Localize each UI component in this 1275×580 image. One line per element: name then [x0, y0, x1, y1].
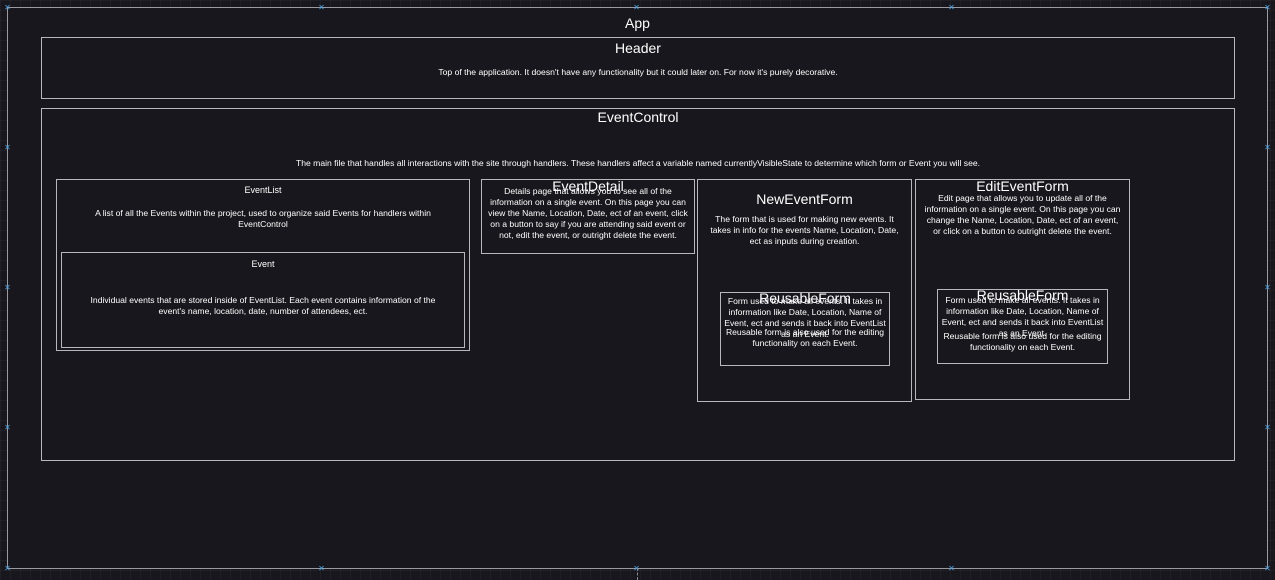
event-detail-title: EventDetail	[552, 178, 624, 194]
event-list-box[interactable]: EventList A list of all the Events withi…	[56, 179, 470, 351]
resize-handle-icon[interactable]: ✕	[1264, 564, 1271, 573]
resize-handle-icon[interactable]: ✕	[633, 3, 640, 12]
resize-handle-icon[interactable]: ✕	[4, 283, 11, 292]
event-detail-description: Details page that allows you to see all …	[488, 186, 688, 240]
reusable-form-new-description: Form used to make all events. It takes i…	[724, 296, 886, 339]
event-list-title: EventList	[244, 185, 282, 195]
new-event-form-box[interactable]: NewEventForm The form that is used for m…	[697, 179, 912, 402]
edit-event-form-title: EditEventForm	[976, 178, 1069, 194]
event-list-description: A list of all the Events within the proj…	[95, 208, 431, 229]
resize-handle-icon[interactable]: ✕	[4, 143, 11, 152]
reusable-form-new-title: ReusableForm	[759, 290, 851, 306]
header-box[interactable]: Header Top of the application. It doesn'…	[41, 37, 1235, 99]
event-title: Event	[251, 259, 275, 269]
reusable-form-edit-title: ReusableForm	[976, 287, 1069, 303]
resize-handle-icon[interactable]: ✕	[1264, 3, 1271, 12]
new-event-form-description: The form that is used for making new eve…	[710, 214, 899, 246]
resize-handle-icon[interactable]: ✕	[948, 564, 955, 573]
header-description: Top of the application. It doesn't have …	[438, 67, 838, 77]
reusable-form-edit-description: Form used to make all events. It takes i…	[941, 295, 1104, 338]
header-title: Header	[615, 40, 661, 56]
event-control-description: The main file that handles all interacti…	[295, 158, 981, 168]
event-description: Individual events that are stored inside…	[90, 295, 436, 316]
reusable-form-edit-box[interactable]: ReusableForm Form used to make all event…	[937, 287, 1108, 364]
event-box[interactable]: Event Individual events that are stored …	[61, 252, 465, 348]
new-event-form-title: NewEventForm	[756, 191, 853, 207]
resize-handle-icon[interactable]: ✕	[318, 564, 325, 573]
app-title: App	[625, 15, 650, 31]
resize-handle-icon[interactable]: ✕	[1264, 143, 1271, 152]
reusable-form-new-extra: Reusable form is also used for the editi…	[725, 327, 885, 348]
event-detail-box[interactable]: EventDetail Details page that allows you…	[481, 178, 695, 254]
resize-handle-icon[interactable]: ✕	[4, 423, 11, 432]
alignment-guide	[637, 568, 638, 580]
resize-handle-icon[interactable]: ✕	[948, 3, 955, 12]
resize-handle-icon[interactable]: ✕	[1264, 423, 1271, 432]
resize-handle-icon[interactable]: ✕	[633, 564, 640, 573]
reusable-form-new-box[interactable]: ReusableForm Form used to make all event…	[720, 290, 890, 366]
reusable-form-edit-extra: Reusable form is also used for the editi…	[943, 331, 1102, 352]
resize-handle-icon[interactable]: ✕	[318, 3, 325, 12]
edit-event-form-box[interactable]: EditEventForm Edit page that allows you …	[915, 178, 1130, 400]
edit-event-form-description: Edit page that allows you to update all …	[924, 193, 1121, 236]
resize-handle-icon[interactable]: ✕	[1264, 283, 1271, 292]
resize-handle-icon[interactable]: ✕	[4, 3, 11, 12]
resize-handle-icon[interactable]: ✕	[4, 564, 11, 573]
event-control-title: EventControl	[597, 109, 679, 125]
